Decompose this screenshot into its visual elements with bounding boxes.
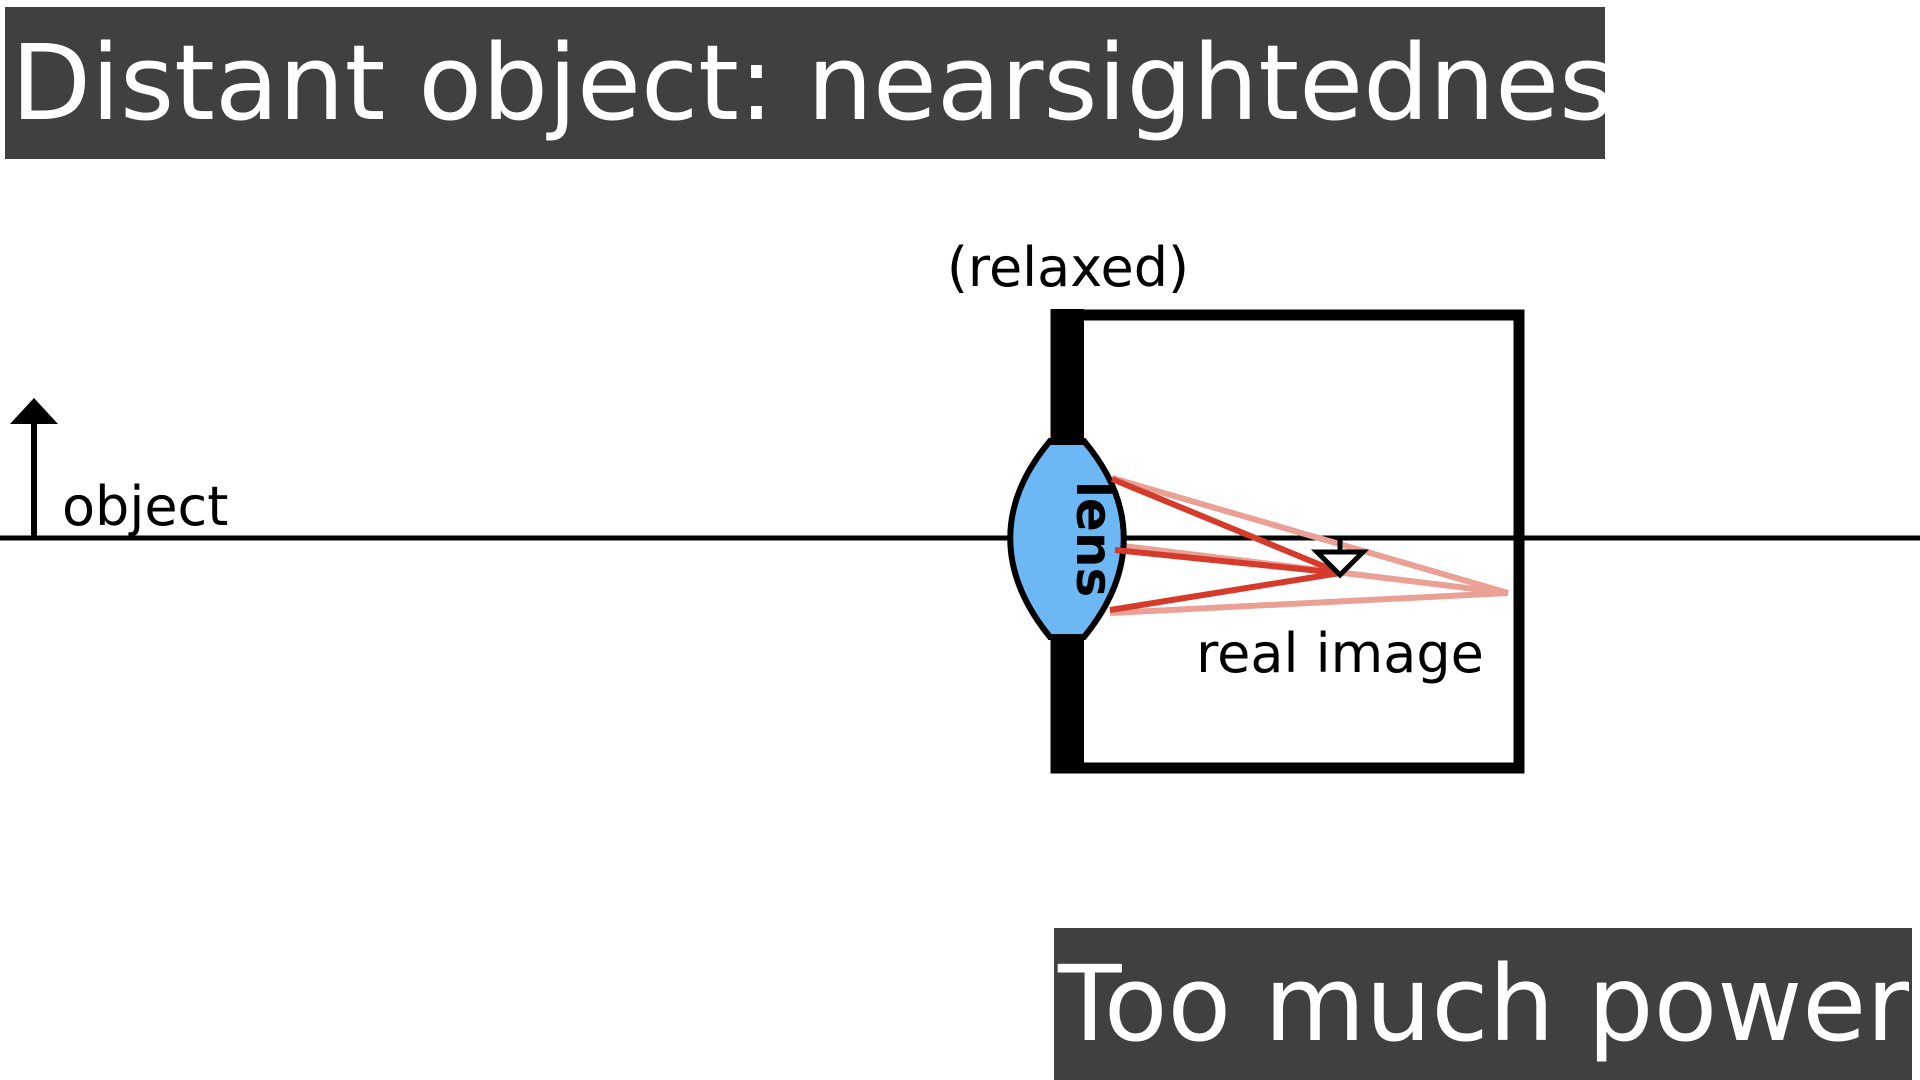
iris-lower	[1051, 637, 1084, 773]
object-label: object	[62, 475, 228, 538]
slide-title: Distant object: nearsightedness	[5, 7, 1605, 159]
object-arrow	[10, 398, 58, 538]
real-image-label: real image	[1196, 622, 1484, 685]
eye-state-label: (relaxed)	[947, 236, 1189, 299]
rays-strong	[1109, 476, 1342, 613]
rays-faint	[1109, 475, 1509, 616]
iris-upper	[1051, 309, 1084, 443]
lens-label: lens	[1065, 481, 1123, 597]
slide-caption: Too much power	[1054, 928, 1912, 1080]
real-image-arrow	[1310, 538, 1370, 579]
